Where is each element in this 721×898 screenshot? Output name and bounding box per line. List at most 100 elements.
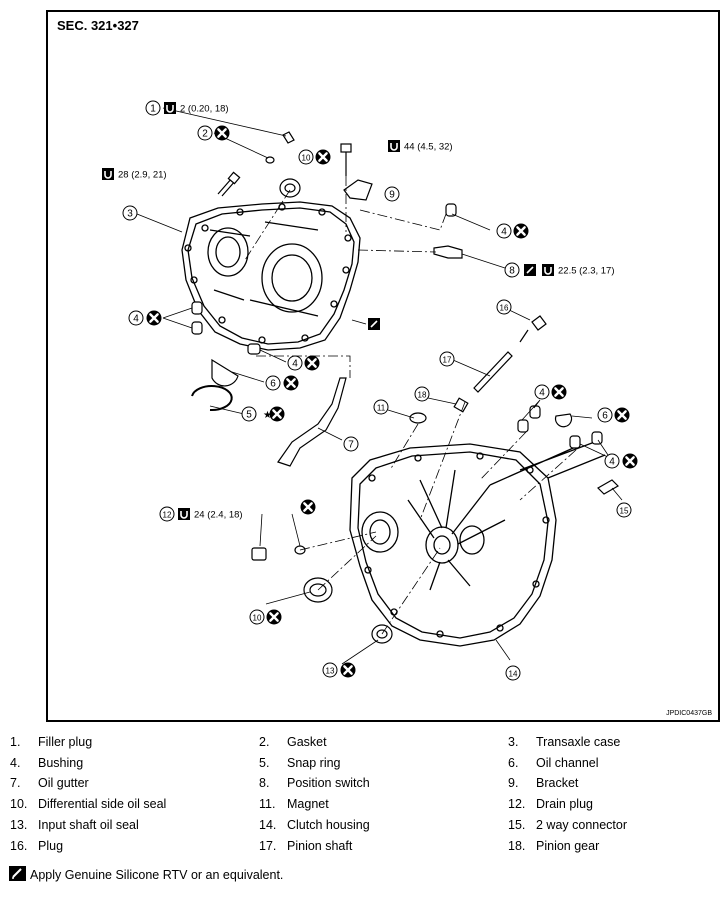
legend-item-number: 7. <box>10 776 21 791</box>
callout-18: 18 <box>414 386 430 402</box>
sealant-marker <box>368 318 380 330</box>
legend-item-name: Magnet <box>287 797 329 812</box>
svg-text:22.5 (2.3, 17): 22.5 (2.3, 17) <box>558 266 615 277</box>
do-not-reuse-icon <box>621 452 639 470</box>
torque-wrench-icon <box>163 101 177 115</box>
legend-item-number: 17. <box>259 838 277 853</box>
svg-text:15: 15 <box>620 507 629 516</box>
callout-17: 17 <box>439 351 455 367</box>
callout-1: 1 <box>145 100 161 116</box>
callout-4-left: 4 <box>128 310 144 326</box>
legend-item-name: Gasket <box>287 735 327 749</box>
svg-text:2 (0.20, 18): 2 (0.20, 18) <box>180 104 229 115</box>
legend-item-number: 10. <box>10 797 28 812</box>
callout-5: 5 <box>241 406 257 422</box>
svg-text:1: 1 <box>150 104 156 115</box>
star-mark: ★ <box>263 410 272 421</box>
legend-item-number: 14. <box>259 817 277 832</box>
svg-text:18: 18 <box>418 391 427 400</box>
svg-text:2: 2 <box>202 129 208 140</box>
svg-text:44 (4.5, 32): 44 (4.5, 32) <box>404 142 453 153</box>
legend-item-name: Filler plug <box>38 735 93 749</box>
svg-text:14: 14 <box>509 670 518 679</box>
legend-item-name: Pinion shaft <box>287 838 353 853</box>
do-not-reuse-icon <box>613 406 631 424</box>
svg-text:9: 9 <box>389 190 395 201</box>
transaxle-diagram: 1 2 3 4 4 4 4 4 5 6 6 7 8 9 10 10 11 12 … <box>101 100 639 681</box>
sealant-note-text: Apply Genuine Silicone RTV or an equival… <box>30 868 284 882</box>
legend-item-number: 13. <box>10 817 28 832</box>
legend-item-name: Oil channel <box>536 755 599 770</box>
transaxle-case-drawing <box>181 201 361 351</box>
svg-text:16: 16 <box>500 304 509 313</box>
callout-6-left: 6 <box>265 375 281 391</box>
callout-12: 12 <box>159 506 175 522</box>
clutch-housing-drawing <box>349 439 606 647</box>
svg-text:4: 4 <box>539 388 545 399</box>
legend-item-number: 6. <box>508 755 519 770</box>
svg-text:24 (2.4, 18): 24 (2.4, 18) <box>194 510 243 521</box>
legend-item-number: 15. <box>508 817 526 832</box>
legend-item-number: 16. <box>10 838 28 853</box>
legend-item-name: Plug <box>38 838 64 853</box>
legend-item-name: Input shaft oil seal <box>38 817 139 832</box>
svg-text:28 (2.9, 21): 28 (2.9, 21) <box>118 170 167 181</box>
legend-item-name: Snap ring <box>287 755 341 770</box>
torque-filler-plug: 2 (0.20, 18) <box>163 101 229 115</box>
callout-10-bottom: 10 <box>249 609 265 625</box>
legend-item-number: 12. <box>508 797 526 812</box>
svg-text:6: 6 <box>270 379 276 390</box>
torque-case-bolt: 28 (2.9, 21) <box>101 167 167 181</box>
callout-8: 8 <box>504 262 520 278</box>
callout-4-right: 4 <box>534 384 550 400</box>
torque-wrench-icon <box>101 167 115 181</box>
do-not-reuse-icon <box>303 354 321 372</box>
sealant-icon <box>9 866 26 881</box>
callout-7: 7 <box>343 436 359 452</box>
legend-item-name: Bushing <box>38 755 84 770</box>
do-not-reuse-icon <box>145 309 163 327</box>
svg-text:5: 5 <box>246 410 252 421</box>
do-not-reuse-icon <box>265 608 283 626</box>
callout-11: 11 <box>373 399 389 415</box>
legend-item-name: Pinion gear <box>536 838 600 853</box>
section-reference: SEC. 321•327 <box>57 18 139 33</box>
do-not-reuse-icon <box>314 148 332 166</box>
callout-4-far-right: 4 <box>604 453 620 469</box>
legend-item-number: 9. <box>508 776 519 791</box>
callout-3: 3 <box>122 205 138 221</box>
torque-wrench-icon <box>177 507 191 521</box>
callout-2-top: 2 <box>197 125 213 141</box>
svg-text:10: 10 <box>302 154 311 163</box>
svg-text:7: 7 <box>348 440 354 451</box>
do-not-reuse-icon <box>512 222 530 240</box>
do-not-reuse-icon <box>339 661 357 679</box>
figure-id: JPDIC0437GB <box>666 710 712 717</box>
svg-text:13: 13 <box>326 667 335 676</box>
callout-10-top: 10 <box>298 149 314 165</box>
legend-item-number: 18. <box>508 838 526 853</box>
legend-item-number: 4. <box>10 755 21 770</box>
callout-14: 14 <box>505 665 521 681</box>
torque-wrench-icon <box>541 263 555 277</box>
legend-item-name: Oil gutter <box>38 776 89 791</box>
svg-text:4: 4 <box>501 227 507 238</box>
legend-item-number: 5. <box>259 755 270 770</box>
legend-item-number: 3. <box>508 735 519 749</box>
legend-item-number: 1. <box>10 735 21 749</box>
legend-item-name: Drain plug <box>536 797 593 812</box>
svg-text:6: 6 <box>602 411 608 422</box>
svg-text:11: 11 <box>377 404 386 413</box>
callout-13: 13 <box>322 662 338 678</box>
torque-specs: 2 (0.20, 18) 28 (2.9, 21) 44 (4.5, 32) 2… <box>101 101 615 521</box>
torque-drain-plug: 24 (2.4, 18) <box>177 507 243 521</box>
svg-text:3: 3 <box>127 209 133 220</box>
torque-wrench-icon <box>387 139 401 153</box>
callout-15: 15 <box>616 502 632 518</box>
do-not-reuse-icon <box>299 498 317 516</box>
callout-16: 16 <box>496 299 512 315</box>
torque-position-switch: 22.5 (2.3, 17) <box>524 263 615 277</box>
legend-item-name: Clutch housing <box>287 817 370 832</box>
sealant-note: Apply Genuine Silicone RTV or an equival… <box>9 866 283 882</box>
do-not-reuse-icon <box>213 124 231 142</box>
